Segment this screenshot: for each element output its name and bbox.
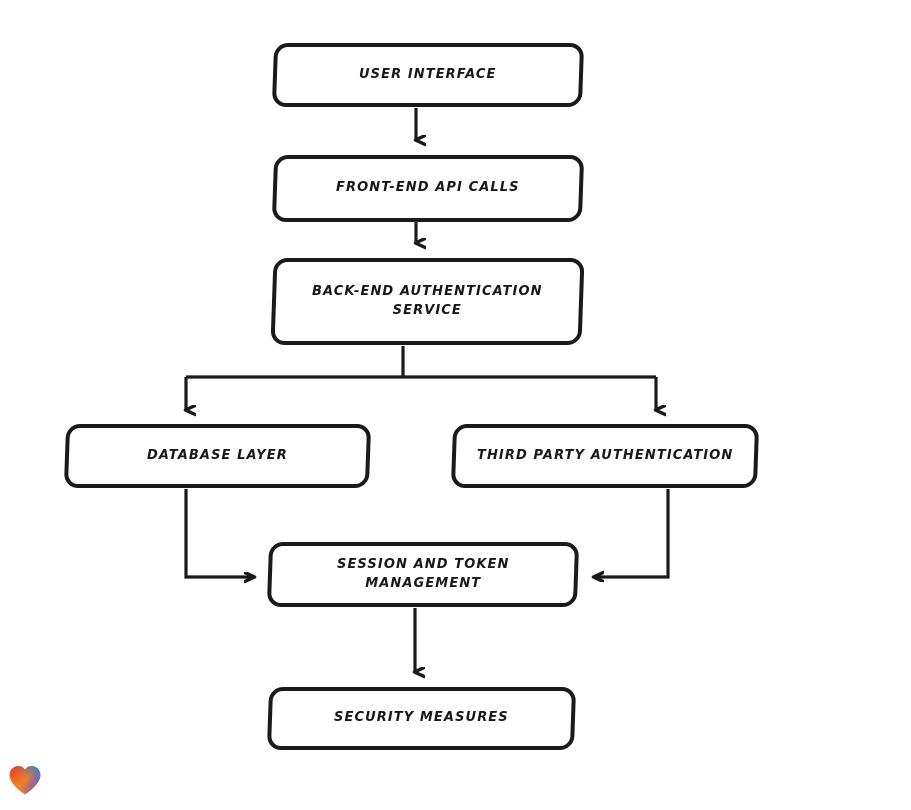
edge-database-to-session <box>184 489 254 577</box>
edge-third-party-to-session <box>594 489 670 577</box>
node-backend-auth-service-label: BACK-END AUTHENTICATION SERVICE <box>312 283 543 318</box>
node-database-layer-label: DATABASE LAYER <box>147 447 288 463</box>
node-third-party-auth-label: THIRD PARTY AUTHENTICATION <box>476 447 734 463</box>
node-frontend-api-calls-label: FRONT-END API CALLS <box>336 180 520 196</box>
heart-icon <box>9 766 41 795</box>
node-frontend-api-calls[interactable]: FRONT-END API CALLS <box>271 155 585 222</box>
node-database-layer[interactable]: DATABASE LAYER <box>63 424 372 488</box>
node-third-party-auth[interactable]: THIRD PARTY AUTHENTICATION <box>450 424 760 488</box>
node-user-interface[interactable]: USER INTERFACE <box>271 43 585 107</box>
node-session-token-management[interactable]: SESSION AND TOKEN MANAGEMENT <box>266 542 580 607</box>
node-session-token-management-label: SESSION AND TOKEN MANAGEMENT <box>336 556 510 591</box>
node-user-interface-label: USER INTERFACE <box>359 66 497 82</box>
node-security-measures[interactable]: SECURITY MEASURES <box>266 687 577 750</box>
node-security-measures-label: SECURITY MEASURES <box>334 710 509 726</box>
node-backend-auth-service[interactable]: BACK-END AUTHENTICATION SERVICE <box>270 258 585 345</box>
